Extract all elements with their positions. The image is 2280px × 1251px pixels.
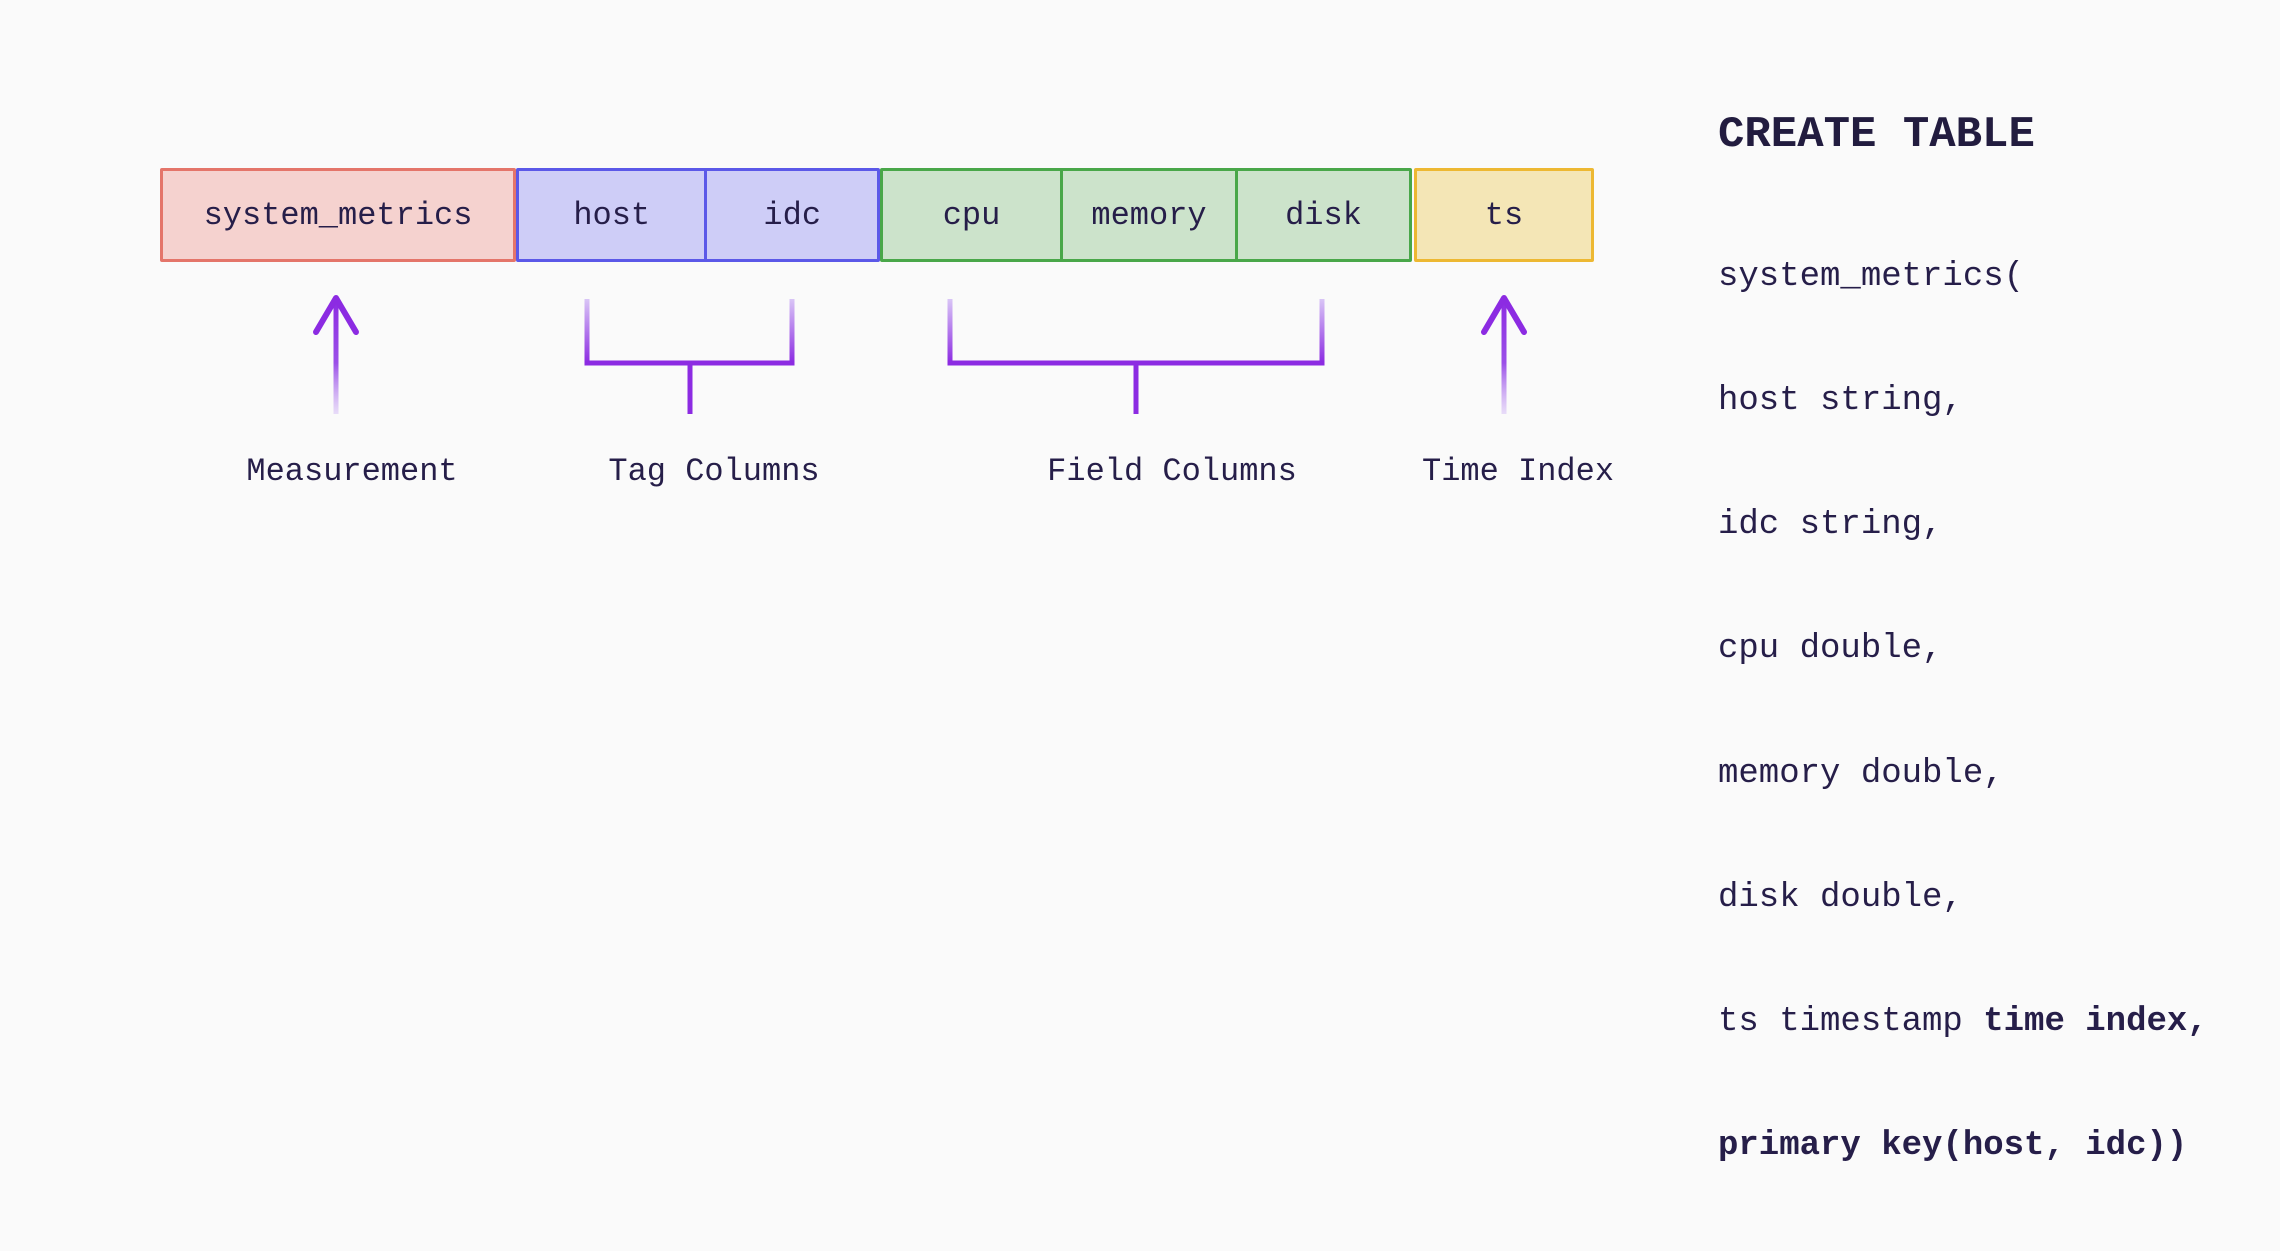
sql-text-bold: primary key(host, idc)) bbox=[1718, 1127, 2188, 1166]
schema-diagram: system_metrics host idc cpu memory disk … bbox=[160, 110, 2208, 1165]
tag-cell-idc: idc bbox=[704, 171, 877, 259]
sql-title: CREATE TABLE bbox=[1718, 110, 2035, 160]
field-columns-group: cpu memory disk bbox=[880, 168, 1412, 262]
measurement-box: system_metrics bbox=[160, 168, 516, 262]
measurement-label: system_metrics bbox=[203, 196, 473, 234]
field-columns-bracket-icon bbox=[947, 299, 1325, 414]
sql-line: cpu double, bbox=[1718, 629, 2208, 670]
sql-text: cpu double, bbox=[1718, 630, 1943, 669]
sql-line: memory double, bbox=[1718, 754, 2208, 795]
sql-text: ts timestamp bbox=[1718, 1003, 1984, 1042]
tag-columns-bracket-icon bbox=[584, 299, 795, 414]
sql-text: idc string, bbox=[1718, 506, 1943, 545]
sql-line: system_metrics( bbox=[1718, 257, 2208, 298]
sql-line: idc string, bbox=[1718, 505, 2208, 546]
sql-text: system_metrics( bbox=[1718, 257, 2025, 296]
sql-text: disk double, bbox=[1718, 878, 1963, 917]
sql-text: memory double, bbox=[1718, 754, 2004, 793]
sql-line: disk double, bbox=[1718, 878, 2208, 919]
field-cell-cpu: cpu bbox=[942, 196, 1001, 234]
field-cell-disk: disk bbox=[1235, 171, 1409, 259]
measurement-annotation-label: Measurement bbox=[246, 453, 458, 490]
sql-line: host string, bbox=[1718, 381, 2208, 422]
measurement-up-arrow-icon bbox=[313, 295, 359, 414]
time-cell-ts: ts bbox=[1484, 196, 1524, 234]
field-cell-memory: memory bbox=[1060, 171, 1235, 259]
time-index-box: ts bbox=[1414, 168, 1594, 262]
sql-text: host string, bbox=[1718, 382, 1963, 421]
sql-code-block: system_metrics( host string, idc string,… bbox=[1718, 174, 2208, 1251]
tag-cell-host: host bbox=[573, 196, 651, 234]
sql-text-bold: time index, bbox=[1983, 1003, 2208, 1042]
field-columns-annotation-label: Field Columns bbox=[1047, 453, 1297, 490]
sql-line: primary key(host, idc)) bbox=[1718, 1126, 2208, 1167]
time-index-annotation-label: Time Index bbox=[1421, 453, 1615, 490]
tag-columns-annotation-label: Tag Columns bbox=[608, 453, 820, 490]
time-index-up-arrow-icon bbox=[1481, 295, 1527, 414]
tag-columns-group: host idc bbox=[516, 168, 880, 262]
sql-line: ts timestamp time index, bbox=[1718, 1002, 2208, 1043]
